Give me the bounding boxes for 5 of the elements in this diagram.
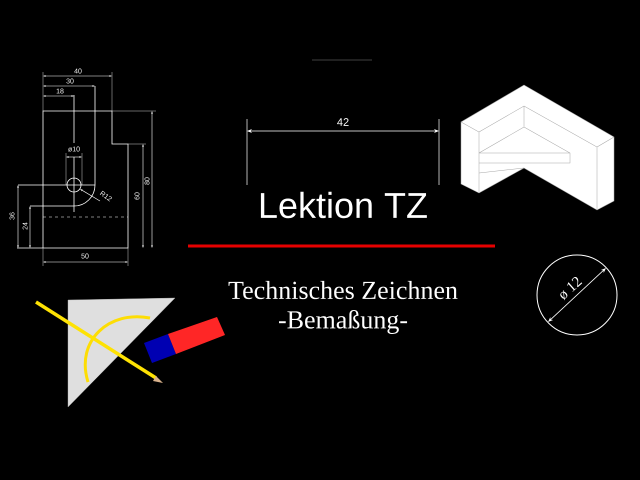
subtitle-text: Technisches Zeichnen (228, 280, 458, 300)
dimension-value: 42 (337, 118, 349, 126)
subtitle-text: -Bemaßung- (279, 310, 408, 334)
dimension-value: ø 12 (560, 277, 582, 300)
title-text: Lektion TZ (260, 192, 427, 218)
